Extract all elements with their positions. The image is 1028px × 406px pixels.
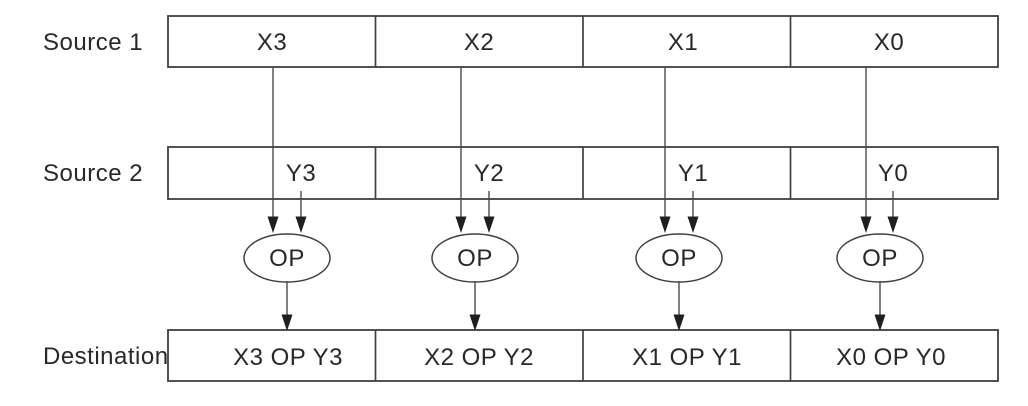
arrowhead-x1-icon	[659, 216, 671, 233]
destination-cell-label-3: X3 OP Y3	[233, 344, 343, 371]
source2-cell-label-y0: Y0	[878, 160, 908, 187]
op-unit-2: OP	[431, 67, 519, 331]
op-node-label: OP	[862, 245, 898, 272]
arrowhead-y0-icon	[887, 216, 899, 233]
source2-cell-label-y2: Y2	[474, 160, 504, 187]
row-label-source-2: Source 2	[43, 160, 143, 187]
source1-cell-label-x1: X1	[668, 29, 698, 56]
arrowhead-x0-icon	[860, 216, 872, 233]
op-node-label: OP	[661, 245, 697, 272]
source1-cell-label-x2: X2	[464, 29, 494, 56]
destination-cell-label-1: X1 OP Y1	[632, 344, 742, 371]
arrowhead-result1-icon	[673, 314, 685, 331]
arrowhead-y1-icon	[687, 216, 699, 233]
source2-cell-label-y1: Y1	[678, 160, 708, 187]
source1-cell-label-x3: X3	[257, 29, 287, 56]
destination-cell-label-0: X0 OP Y0	[836, 344, 946, 371]
arrowhead-result0-icon	[874, 314, 886, 331]
op-unit-1: OP	[635, 67, 723, 331]
arrowhead-y2-icon	[483, 216, 495, 233]
arrowhead-x3-icon	[267, 216, 279, 233]
source1-cell-label-x0: X0	[874, 29, 904, 56]
op-node-label: OP	[457, 245, 493, 272]
arrowhead-y3-icon	[295, 216, 307, 233]
arrowhead-result2-icon	[469, 314, 481, 331]
row-label-destination: Destination	[43, 343, 169, 370]
op-unit-0: OP	[836, 67, 924, 331]
arrowhead-x2-icon	[455, 216, 467, 233]
op-unit-3: OP	[243, 67, 331, 331]
arrowhead-result3-icon	[281, 314, 293, 331]
row-label-source-1: Source 1	[43, 29, 143, 56]
destination-cell-label-2: X2 OP Y2	[424, 344, 534, 371]
op-node-label: OP	[269, 245, 305, 272]
source2-cell-label-y3: Y3	[286, 160, 316, 187]
